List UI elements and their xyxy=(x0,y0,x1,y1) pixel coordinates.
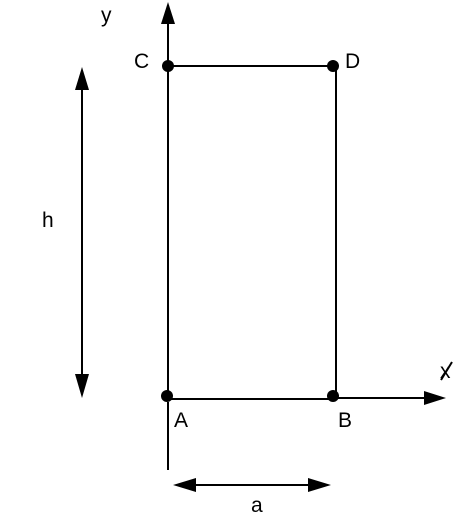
width-label: a xyxy=(251,494,263,517)
width-arrowhead-left xyxy=(173,478,196,492)
point-c xyxy=(162,60,174,72)
x-axis-label-stroke xyxy=(440,361,453,381)
height-arrowhead-top xyxy=(75,67,89,90)
label-d: D xyxy=(345,50,360,73)
y-axis-label: y xyxy=(101,4,112,27)
point-d xyxy=(327,60,339,72)
point-b xyxy=(327,390,339,402)
width-arrowhead-right xyxy=(308,478,331,492)
height-label: h xyxy=(42,209,54,232)
height-arrowhead-bottom xyxy=(75,374,89,398)
label-a: A xyxy=(174,409,188,432)
label-b: B xyxy=(338,409,352,432)
y-axis-arrowhead xyxy=(161,2,175,24)
point-a xyxy=(161,390,173,402)
label-c: C xyxy=(134,50,149,73)
x-axis-arrowhead xyxy=(424,391,446,405)
